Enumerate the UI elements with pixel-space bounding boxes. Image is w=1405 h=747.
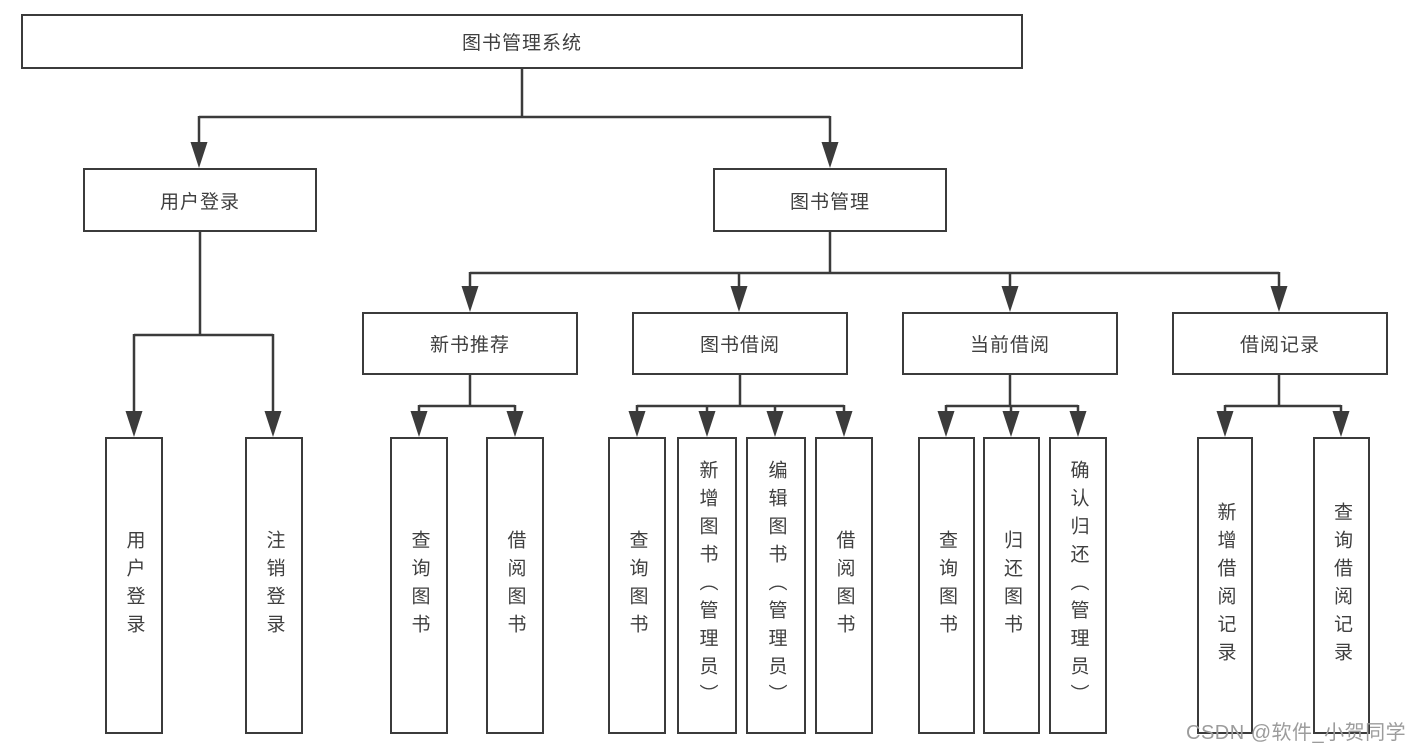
node-library-management-system: 图书管理系统 <box>21 14 1023 69</box>
leaf-confirm-return-admin: 确认归还（管理员） <box>1049 437 1107 734</box>
leaf-borrow-books-recommend: 借阅图书 <box>486 437 544 734</box>
leaf-label: 用户登录 <box>123 529 145 642</box>
leaf-label: 新增借阅记录 <box>1214 501 1236 670</box>
leaf-label: 归还图书 <box>1001 529 1022 642</box>
leaf-query-borrow-record: 查询借阅记录 <box>1313 437 1370 734</box>
leaf-user-login: 用户登录 <box>105 437 163 734</box>
node-label: 借阅记录 <box>1239 335 1320 356</box>
node-label: 当前借阅 <box>969 335 1050 356</box>
node-label: 图书管理 <box>789 191 870 213</box>
leaf-query-books-borrow: 查询图书 <box>608 437 666 734</box>
arrowheads <box>125 142 1350 437</box>
leaf-add-borrow-record: 新增借阅记录 <box>1197 437 1253 734</box>
node-label: 新书推荐 <box>429 335 510 356</box>
leaf-label: 查询借阅记录 <box>1331 501 1352 670</box>
leaf-label: 查询图书 <box>408 529 430 642</box>
leaf-edit-books-admin: 编辑图书（管理员） <box>746 437 806 734</box>
leaf-logout: 注销登录 <box>245 437 303 734</box>
node-new-book-recommend: 新书推荐 <box>362 312 578 375</box>
leaf-add-books-admin: 新增图书（管理员） <box>677 437 737 734</box>
node-current-borrow: 当前借阅 <box>902 312 1118 375</box>
csdn-watermark: CSDN @软件_小贺同学 <box>1186 722 1405 744</box>
node-label: 图书借阅 <box>699 335 780 356</box>
leaf-query-books-current: 查询图书 <box>918 437 975 734</box>
leaf-label: 编辑图书（管理员） <box>765 459 787 712</box>
node-book-management: 图书管理 <box>713 168 947 232</box>
leaf-return-books: 归还图书 <box>983 437 1040 734</box>
leaf-label: 借阅图书 <box>504 529 526 642</box>
leaf-query-books-recommend: 查询图书 <box>390 437 448 734</box>
leaf-label: 查询图书 <box>626 529 648 642</box>
node-book-borrow: 图书借阅 <box>632 312 848 375</box>
node-label: 图书管理系统 <box>461 33 582 54</box>
leaf-label: 借阅图书 <box>833 529 855 642</box>
leaf-label: 注销登录 <box>263 529 285 642</box>
leaf-label: 查询图书 <box>936 529 957 642</box>
node-label: 用户登录 <box>159 191 240 213</box>
leaf-label: 确认归还（管理员） <box>1067 459 1089 712</box>
leaf-borrow-books: 借阅图书 <box>815 437 873 734</box>
node-user-login: 用户登录 <box>83 168 317 232</box>
leaf-label: 新增图书（管理员） <box>696 459 718 712</box>
node-borrow-records: 借阅记录 <box>1172 312 1388 375</box>
